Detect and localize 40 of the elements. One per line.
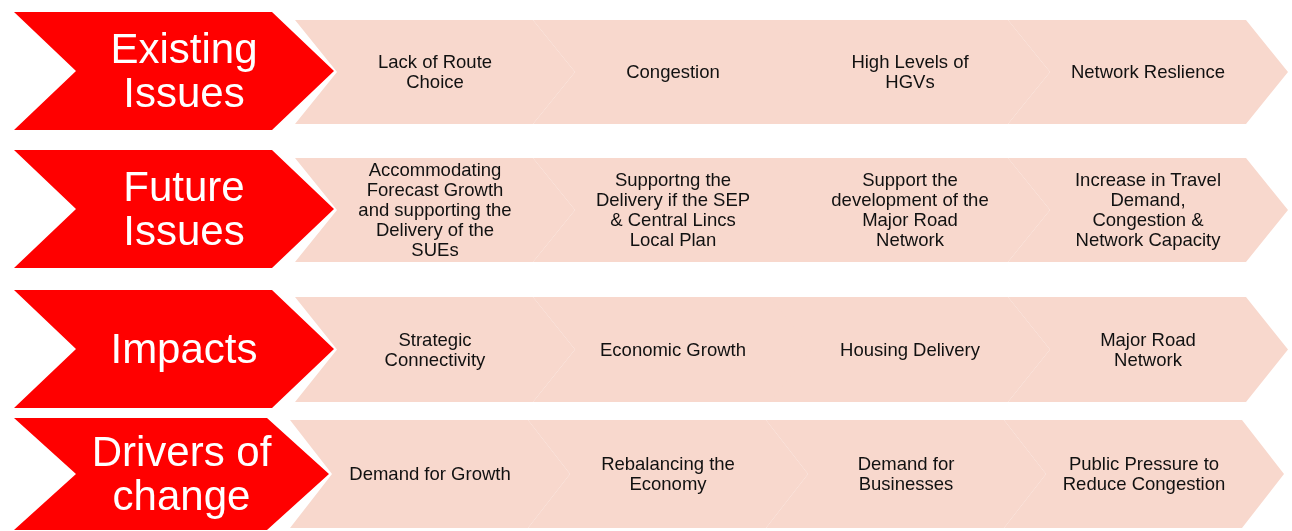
step-text: Network Reslience [1070, 62, 1226, 82]
step-banner [290, 420, 570, 528]
step-text: Strategic Connectivity [383, 329, 487, 370]
step-banner [533, 20, 813, 124]
step-text: High Levels of HGVs [850, 52, 970, 92]
step-text: Congestion [626, 62, 720, 82]
heading-banner [14, 12, 334, 130]
step-banner [1004, 420, 1284, 528]
step-banner [1008, 20, 1288, 124]
heading-banner [14, 418, 329, 530]
step-banner [770, 20, 1050, 124]
heading-banner [14, 150, 334, 268]
heading-text: Future Issues [122, 165, 246, 253]
step-text: Economic Growth [600, 339, 746, 360]
heading-text: Impacts [110, 327, 258, 371]
step-banner [770, 158, 1050, 262]
step-text: Housing Delivery [840, 339, 980, 360]
heading-text: Drivers of change [90, 430, 273, 518]
step-banner [295, 297, 575, 402]
step-text: Accommodating Forecast Growth and supporting the Delivery of the SUEs [357, 160, 513, 260]
step-banner [770, 297, 1050, 402]
step-text: Rebalancing the Economy [600, 454, 736, 494]
step-banner [295, 158, 575, 262]
step-banner [1008, 297, 1288, 402]
step-text: Support the development of the Major Road Network [830, 170, 990, 250]
step-text: Demand for Businesses [856, 454, 956, 494]
step-banner [295, 20, 575, 124]
step-banner [533, 158, 813, 262]
step-text: Supportng the Delivery if the SEP & Central Lincs Local Plan [594, 170, 752, 250]
step-text: Major Road Network [1099, 329, 1197, 370]
step-text: Demand for Growth [349, 464, 511, 484]
step-banner [1008, 158, 1288, 262]
step-text: Increase in Travel Demand, Congestion & Network Capacity [1074, 170, 1222, 250]
heading-banner [14, 290, 334, 408]
heading-text: Existing Issues [109, 27, 259, 115]
step-banner [766, 420, 1046, 528]
step-banner [528, 420, 808, 528]
step-banner [533, 297, 813, 402]
step-text: Public Pressure to Reduce Congestion [1061, 454, 1227, 494]
step-text: Lack of Route Choice [376, 52, 494, 92]
